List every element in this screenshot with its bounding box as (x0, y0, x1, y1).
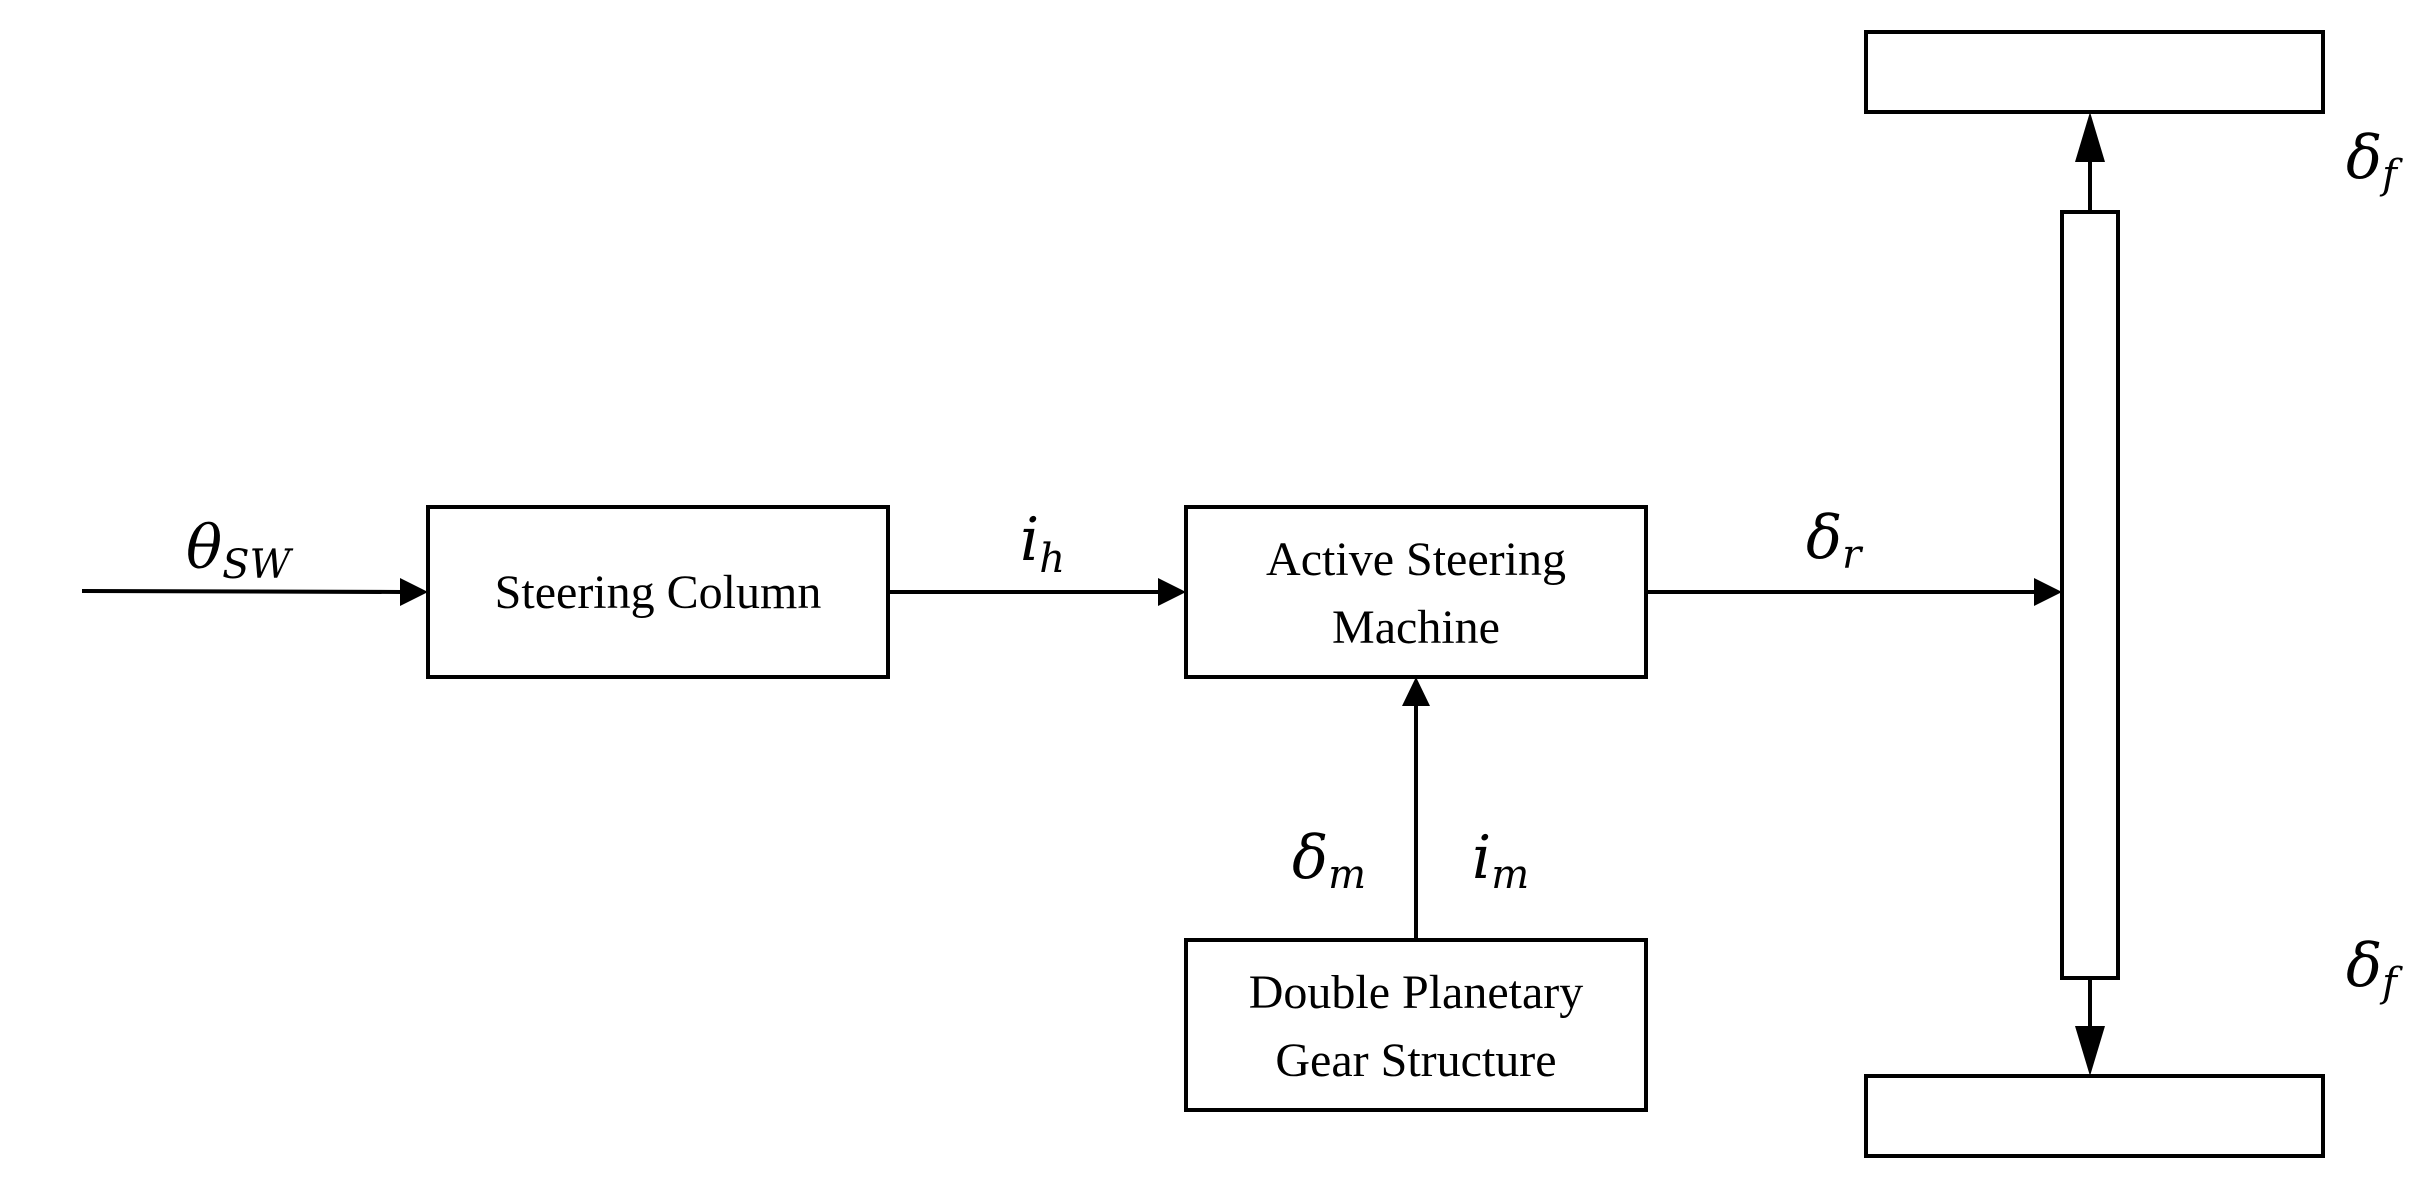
i-m-symbol: im (1472, 823, 1529, 898)
top-wheel (1864, 30, 2325, 114)
steering-column-block (426, 505, 890, 679)
double-planetary-gear-label-line2: Gear Structure (1275, 1034, 1556, 1087)
top-wheel-arrowhead (2075, 112, 2105, 162)
active-steering-machine-block (1184, 505, 1648, 679)
active-steering-machine-label-line2: Machine (1332, 601, 1500, 654)
theta-sw-symbol: θSW (186, 513, 294, 588)
steering-rack (2060, 210, 2120, 980)
delta-f-top-symbol: δf (2346, 123, 2403, 198)
delta-f-bottom-symbol: δf (2346, 931, 2403, 1006)
double-planetary-gear-label-line1: Double Planetary (1249, 966, 1584, 1019)
i-h-symbol: ih (1020, 505, 1065, 582)
delta-r-symbol: δr (1806, 503, 1864, 578)
input-signal-line (81, 589, 403, 594)
bottom-wheel-arrowhead (2075, 1026, 2105, 1076)
active-steering-machine-label-line1: Active Steering (1266, 533, 1566, 586)
steering-column-label: Steering Column (495, 566, 822, 619)
column-to-machine-arrowhead (1158, 578, 1186, 606)
bottom-wheel (1864, 1074, 2325, 1158)
gear-to-machine-arrowhead (1402, 677, 1430, 706)
delta-m-symbol: δm (1292, 823, 1366, 898)
input-arrowhead (400, 578, 428, 606)
machine-to-rack-arrowhead (2034, 578, 2062, 606)
